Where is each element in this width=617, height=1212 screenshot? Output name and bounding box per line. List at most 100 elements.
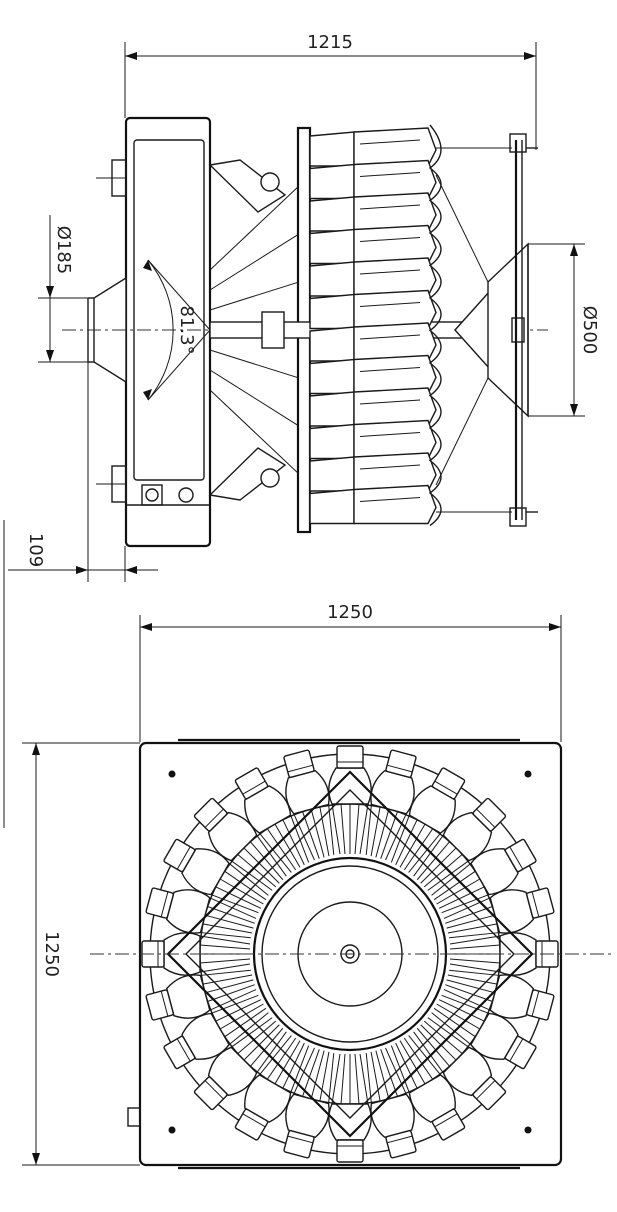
chute-line: [447, 923, 498, 934]
chute-line: [215, 886, 262, 909]
feed-pan: [309, 391, 355, 427]
weigh-bucket: [353, 127, 437, 167]
chute-line: [438, 999, 485, 1022]
weigh-bucket: [353, 484, 437, 525]
chute-line: [340, 803, 346, 855]
chute-line: [433, 1007, 476, 1038]
chute-line: [449, 963, 501, 973]
chute-line: [207, 984, 255, 1002]
chute-line: [331, 1053, 341, 1105]
chute-line: [199, 944, 251, 950]
hopper-seam: [242, 780, 266, 795]
weigh-head: [328, 745, 372, 855]
bucket-detail: [359, 269, 421, 275]
head-hopper: [431, 1108, 466, 1141]
bracket-knob-lower: [260, 468, 280, 488]
weigh-bucket: [353, 257, 437, 297]
bucket-detail: [359, 204, 421, 210]
hopper-seam: [287, 764, 313, 773]
chute-line: [202, 974, 253, 985]
cone-ray: [209, 349, 301, 379]
hopper-seam: [509, 1038, 524, 1062]
angle-annotation: 81.3°: [143, 259, 211, 401]
chute-line: [449, 969, 500, 976]
weigh-bucket: [353, 387, 437, 427]
chute-line: [266, 1037, 297, 1080]
bucket-detail: [359, 497, 421, 502]
dimension-base-offset: 109: [3, 362, 158, 828]
chute-line: [209, 897, 257, 919]
feed-pan: [309, 131, 355, 167]
chute-line: [331, 803, 341, 855]
dimension-label-base-offset: 109: [25, 533, 46, 567]
chute-line: [443, 989, 491, 1011]
head-hopper: [504, 838, 537, 873]
chute-line: [282, 1042, 305, 1089]
chute-line: [431, 863, 472, 896]
angle-label: 81.3°: [176, 305, 197, 354]
dimension-label-overall-width: 1215: [307, 32, 353, 53]
chute-line: [210, 894, 259, 914]
vibratory-cone-assembly: [208, 124, 512, 534]
bucket-detail: [359, 302, 421, 307]
cone-ray: [209, 369, 301, 428]
chute-line: [431, 1012, 472, 1045]
dimension-label-top-width: 1250: [327, 602, 373, 623]
dimension-outlet-diameter: Ø185: [38, 215, 94, 363]
chute-line: [199, 963, 251, 973]
chute-line: [219, 1003, 264, 1030]
chute-line: [237, 853, 277, 888]
feed-pan: [309, 228, 355, 265]
chute-line: [290, 1045, 310, 1094]
bucket-detail: [359, 237, 421, 242]
head-hopper: [336, 745, 364, 769]
feed-pan: [309, 293, 355, 330]
feed-pan: [309, 488, 355, 525]
bucket-outline: [428, 124, 442, 527]
weigh-head: [413, 797, 507, 891]
chute-line: [256, 834, 287, 877]
bucket-detail: [359, 367, 421, 372]
chute-line: [243, 847, 280, 884]
weigh-bucket: [353, 224, 437, 265]
weigh-bucket: [353, 452, 437, 492]
chute-line: [210, 994, 259, 1014]
bucket-detail: [359, 432, 421, 437]
chute-line: [340, 1053, 346, 1105]
weigh-head: [413, 1017, 507, 1111]
chute-line: [395, 819, 418, 866]
weigh-head: [390, 767, 466, 873]
chute-line: [446, 914, 496, 929]
chute-line: [266, 828, 297, 871]
head-hopper: [504, 1035, 537, 1070]
chute-line: [319, 806, 330, 857]
chute-line: [416, 1027, 451, 1067]
chute-line: [449, 944, 501, 950]
support-frame: [166, 770, 534, 1138]
hopper-seam: [387, 1135, 413, 1144]
weigh-head: [234, 767, 310, 873]
dimension-label-top-cone-diameter: Ø500: [579, 306, 600, 355]
chute-line: [408, 1035, 441, 1076]
cone-edge-lower: [435, 377, 489, 486]
chute-line: [380, 1049, 398, 1097]
head-hopper: [472, 1076, 507, 1111]
weigh-head: [365, 749, 417, 861]
hopper-seam: [204, 808, 224, 828]
weigh-head: [141, 932, 251, 976]
chute-line: [290, 814, 310, 863]
dimension-overall-width: 1215: [124, 32, 537, 150]
hopper-seam: [434, 1113, 458, 1128]
chute-line: [200, 969, 251, 976]
bucket-detail: [359, 139, 421, 145]
hopper-seam: [287, 1135, 313, 1144]
chute-line: [249, 841, 284, 881]
hopper-seam: [176, 846, 191, 870]
head-hopper: [472, 797, 507, 832]
chute-line: [328, 804, 335, 855]
hopper-seam: [387, 764, 413, 773]
chute-line: [328, 1053, 335, 1104]
top-cone: [454, 133, 538, 527]
chute-line: [449, 935, 501, 945]
chute-line: [228, 1012, 269, 1045]
